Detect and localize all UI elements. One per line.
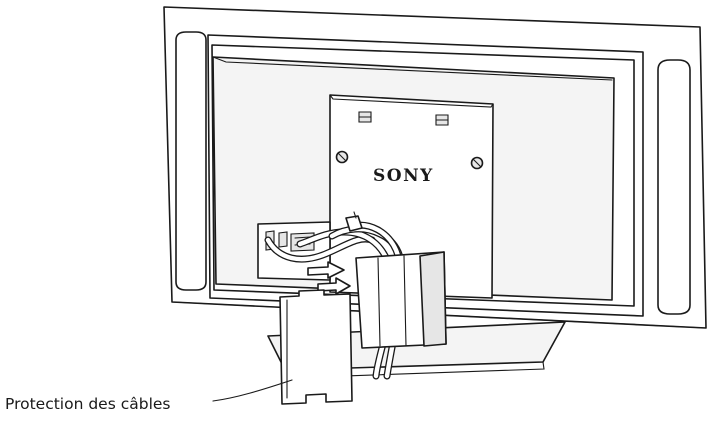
stand-neck bbox=[355, 251, 447, 349]
direction-arrow bbox=[307, 261, 345, 279]
cable-clamp bbox=[345, 211, 363, 232]
screw bbox=[470, 156, 484, 170]
cable-cover bbox=[279, 289, 353, 405]
cable-cover-label: Protection des câbles bbox=[5, 395, 171, 413]
brand-logo: SONY bbox=[373, 166, 434, 186]
mounting-hook bbox=[358, 111, 372, 123]
mounting-hook bbox=[435, 114, 449, 126]
screw bbox=[335, 150, 349, 164]
right-speaker-grille bbox=[657, 59, 691, 315]
callout-leader-line bbox=[212, 379, 293, 402]
left-speaker-grille bbox=[175, 31, 207, 291]
